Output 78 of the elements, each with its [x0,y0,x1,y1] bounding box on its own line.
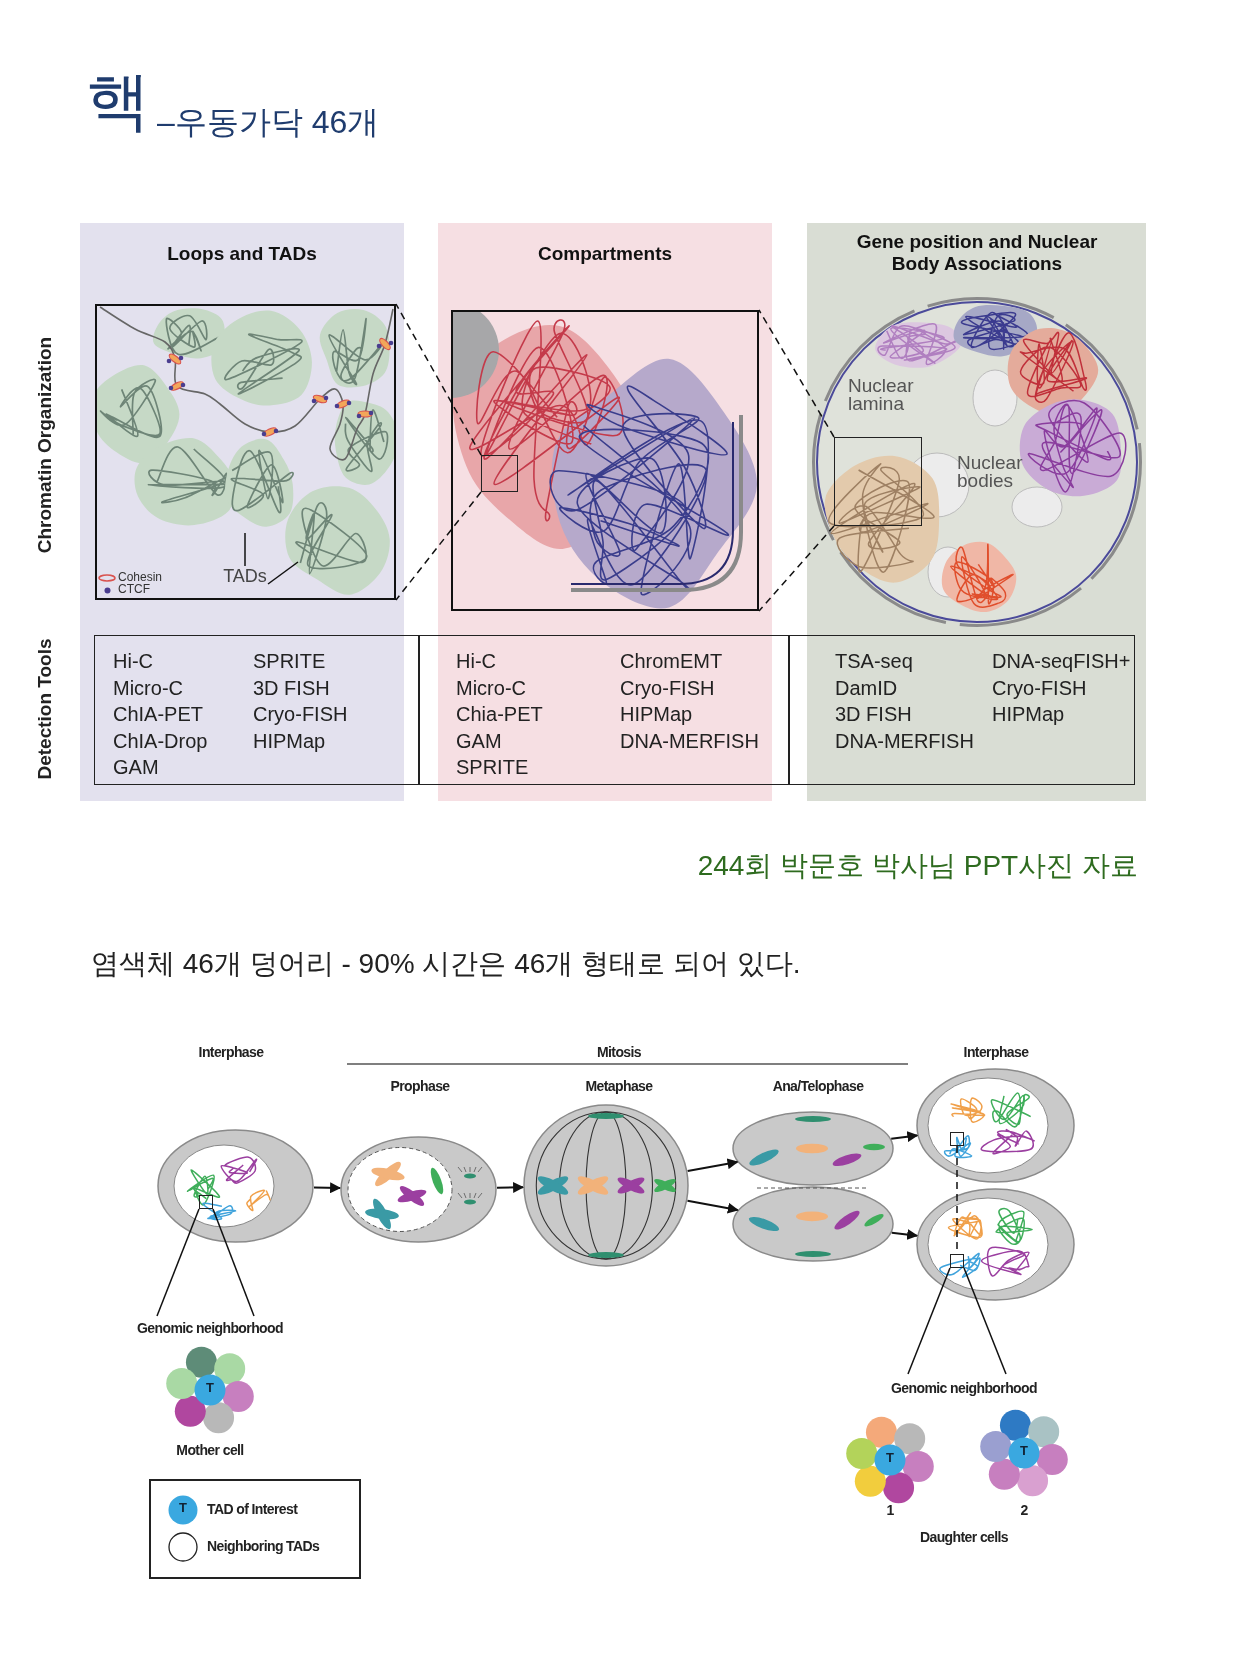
tool-name: DNA-MERFISH [835,729,974,753]
zoom-line [395,491,482,601]
leader-line [212,1208,255,1317]
zoom-line [758,525,835,612]
tool-name: Cryo-FISH [620,676,715,700]
tool-name: ChIA-Drop [113,729,208,753]
tool-name: Hi-C [113,650,153,673]
zoom-square [950,1132,964,1146]
leader-line [156,1208,200,1317]
tad-letter: T [179,1501,187,1516]
arrow [890,1229,919,1241]
tool-name: 3D FISH [253,676,330,700]
tool-name: GAM [456,729,502,753]
stage-label: Prophase [390,1078,450,1095]
node-label: Mother cell [176,1442,244,1459]
tool-name: 3D FISH [835,703,912,726]
tool-name: HIPMap [253,729,326,753]
zoom-square [834,437,922,526]
tad-letter: T [206,1381,214,1396]
tool-name: HIPMap [620,703,693,726]
tool-name: Micro-C [456,676,526,700]
tool-name: GAM [113,756,159,779]
tool-name: ChIA-PET [113,703,204,726]
arrow [313,1182,342,1194]
title: 핵 [86,66,150,137]
node-label: Daughter cells [919,1529,1009,1546]
tool-name: SPRITE [456,756,529,779]
tool-name: DNA-seqFISH+ [992,650,1131,673]
stage-label: Metaphase [585,1078,653,1095]
tool-name: DamID [835,676,898,700]
panel-heading: Compartments [537,243,673,265]
arrow [496,1182,525,1193]
tool-name: SPRITE [253,650,326,673]
arrow [890,1131,919,1143]
part-label: Nuclear lamina [848,377,915,414]
panel-heading: Loops and TADs [167,243,317,265]
callout-label: TADs [223,566,267,587]
legend-text: TAD of Interest [207,1501,298,1518]
arrow [686,1158,739,1172]
panel-heading: Gene position and Nuclear Body Associations [855,231,1099,275]
credit-note: 244회 박문호 박사님 PPT사진 자료 [697,850,1138,883]
leader-line [907,1267,951,1375]
tool-name: Micro-C [113,676,183,700]
panel [807,223,1146,801]
zoom-line [395,303,482,456]
zoom-square [199,1195,213,1209]
arrow [686,1199,739,1214]
tool-name: Cryo-FISH [253,703,348,726]
legend-text: Neighboring TADs [207,1538,320,1555]
part-label: Nuclear bodies [957,454,1024,491]
note-text: 염색체 46개 덩어리 - 90% 시간은 46개 형태로 되어 있다. [91,948,801,981]
table-cell [419,635,789,785]
zoom-square [481,455,518,492]
stage-label: Interphase [198,1044,264,1061]
stage-label: Ana/Telophase [772,1078,864,1095]
node-label: Genomic neighborhood [891,1380,1037,1397]
tool-name: Cryo-FISH [992,676,1087,700]
leader-line [267,561,299,585]
node-label: Genomic neighborhood [137,1320,283,1337]
zoom-line [758,309,835,438]
tool-name: Chia-PET [456,703,543,726]
zoom-square [950,1254,964,1268]
row-label: Chromatin Organization [34,336,56,554]
panel [438,223,772,801]
legend-text: CTCF [118,583,150,595]
tool-name: DNA-MERFISH [620,729,759,753]
leader-line [963,1267,1007,1375]
legend-text: Cohesin [118,571,163,583]
panel [80,223,404,801]
leader-line [244,532,246,567]
subtitle: –우동가닥 46개 [157,104,380,141]
tool-name: Hi-C [456,650,496,673]
row-label: Detection Tools [34,638,56,780]
tool-name: ChromEMT [620,650,723,673]
stage-label: Interphase [963,1044,1029,1061]
stage-label: Mitosis [597,1044,641,1061]
tool-name: HIPMap [992,703,1065,726]
tool-name: TSA-seq [835,650,913,673]
